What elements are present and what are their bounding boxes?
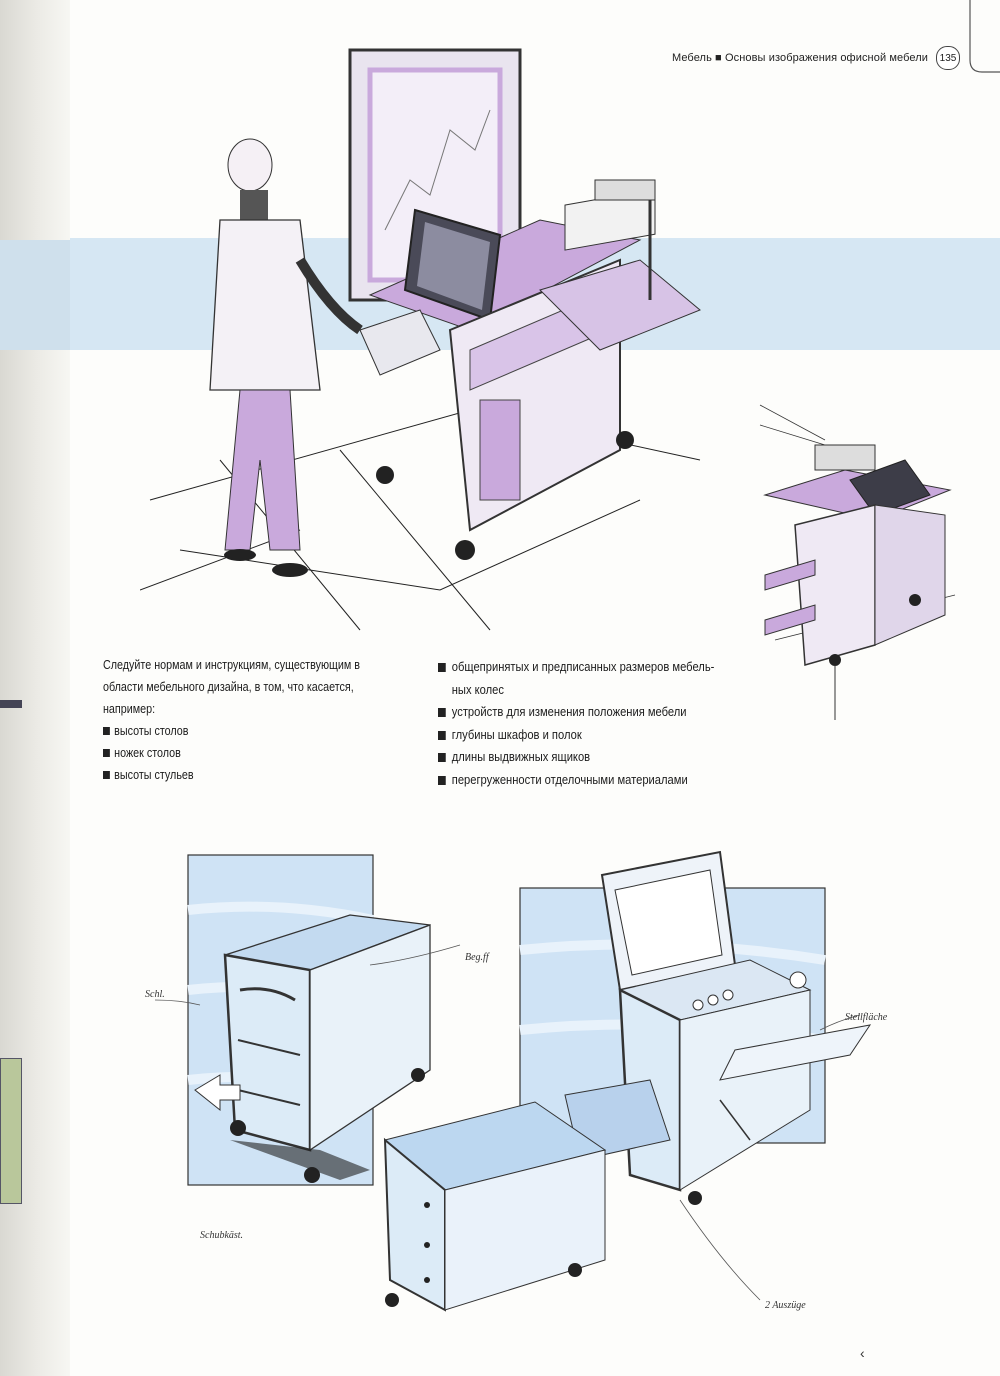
page-number: 135 [936, 46, 960, 70]
list-item: общепринятых и предписанных размеров меб… [438, 656, 748, 701]
list-item-line: общепринятых и предписанных размеров меб… [451, 659, 715, 674]
list-item: перегруженности отделочными материалами [438, 769, 748, 792]
list-item-line: ных колес [451, 681, 504, 697]
footer-mark: ‹ [860, 1345, 865, 1361]
annotation-begriff: Beg.ff [465, 952, 490, 963]
annotation-2-auszuege: 2 Auszüge [765, 1300, 806, 1311]
list-item: высоты стульев [103, 764, 370, 786]
list-item: высоты столов [103, 720, 370, 742]
annotation-schubkaesten: Schubkäst. [200, 1230, 243, 1241]
intro-paragraph: Следуйте нормам и инструкциям, существую… [103, 658, 360, 716]
drawer-cart-sketch: Schl. Beg.ff Schubkäst. [145, 854, 490, 1241]
right-bullet-list: общепринятых и предписанных размеров меб… [438, 656, 748, 791]
list-item: глубины шкафов и полок [438, 724, 748, 747]
list-item: ножек столов [103, 742, 370, 764]
facing-page-figure-edge [0, 1058, 22, 1204]
annotation-schl: Schl. [145, 989, 165, 1000]
list-item: длины выдвижных ящиков [438, 746, 748, 769]
left-text-column: Следуйте нормам и инструкциям, существую… [103, 654, 370, 786]
page-corner-bracket [969, 0, 1000, 73]
right-text-column: общепринятых и предписанных размеров меб… [438, 656, 748, 791]
left-bullet-list: высоты столов ножек столов высоты стулье… [103, 720, 370, 786]
compact-cart-sketch [759, 404, 956, 720]
workstation-sketch [140, 48, 701, 631]
gutter-band [0, 240, 70, 350]
list-item: устройств для изменения положения мебели [438, 701, 748, 724]
media-cart-sketch: Stellfläche 2 Auszüge [383, 850, 888, 1312]
facing-page-mark [0, 700, 22, 708]
running-header: Мебель ■ Основы изображения офисной мебе… [672, 46, 960, 70]
running-title: Мебель ■ Основы изображения офисной мебе… [671, 52, 928, 64]
annotation-stellflaeche: Stellfläche [845, 1012, 888, 1023]
